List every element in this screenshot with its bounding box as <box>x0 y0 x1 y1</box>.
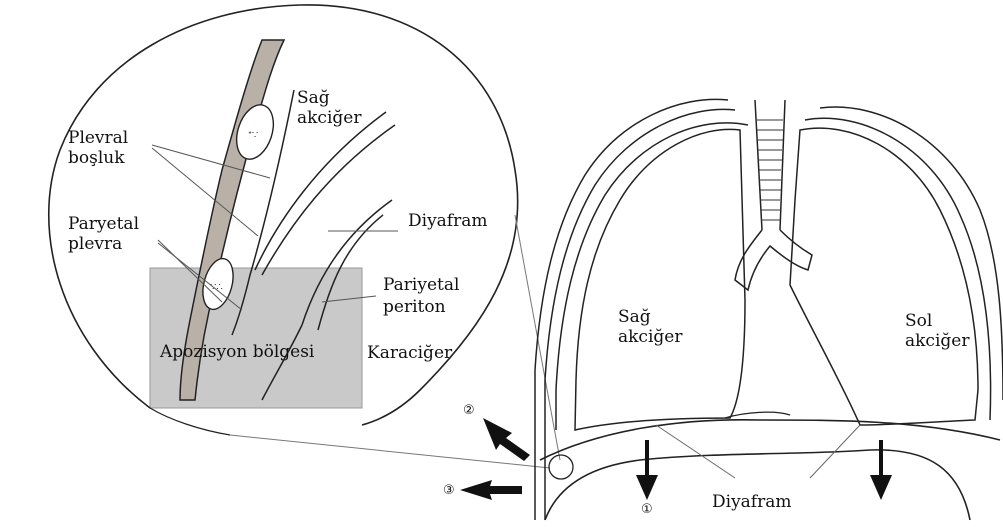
label-diyafram-inset: Diyafram <box>408 211 487 231</box>
left-lung-outline <box>790 128 978 425</box>
label-sag-top-1: Sağ <box>297 88 330 108</box>
arrow-3 <box>460 480 522 500</box>
magnified-point-circle <box>549 455 573 479</box>
label-plevral-2: boşluk <box>68 148 125 168</box>
label-sag-akciger-1: Sağ <box>618 307 651 327</box>
label-sag-akciger-2: akciğer <box>618 327 682 347</box>
inset-magnifier-circle-lower <box>150 408 230 435</box>
label-paryetal-1: Paryetal <box>68 214 139 234</box>
label-plevral-1: Plevral <box>68 128 128 148</box>
label-karaciger: Karaciğer <box>367 343 452 363</box>
label-sag-top-2: akciğer <box>297 108 361 128</box>
marker-2: ② <box>463 403 475 418</box>
right-lung-outline <box>575 129 745 430</box>
label-apozisyon: Apozisyon bölgesi <box>160 342 314 362</box>
arrow-down-right <box>870 440 892 500</box>
label-pariyetal-2: periton <box>383 297 446 317</box>
label-sol-akciger-1: Sol <box>905 311 932 331</box>
label-pariyetal-1: Pariyetal <box>383 275 459 295</box>
arrow-down-1 <box>636 440 658 500</box>
arrow-2 <box>483 418 530 461</box>
label-sol-akciger-2: akciğer <box>905 331 969 351</box>
marker-3: ③ <box>443 483 455 498</box>
svg-text:ᐩ∵: ᐩ∵ <box>248 130 258 141</box>
label-paryetal-2: plevra <box>68 234 122 254</box>
marker-1: ① <box>641 502 653 517</box>
label-diyafram-bottom: Diyafram <box>712 492 791 512</box>
svg-text:∵∴: ∵∴ <box>210 282 223 293</box>
